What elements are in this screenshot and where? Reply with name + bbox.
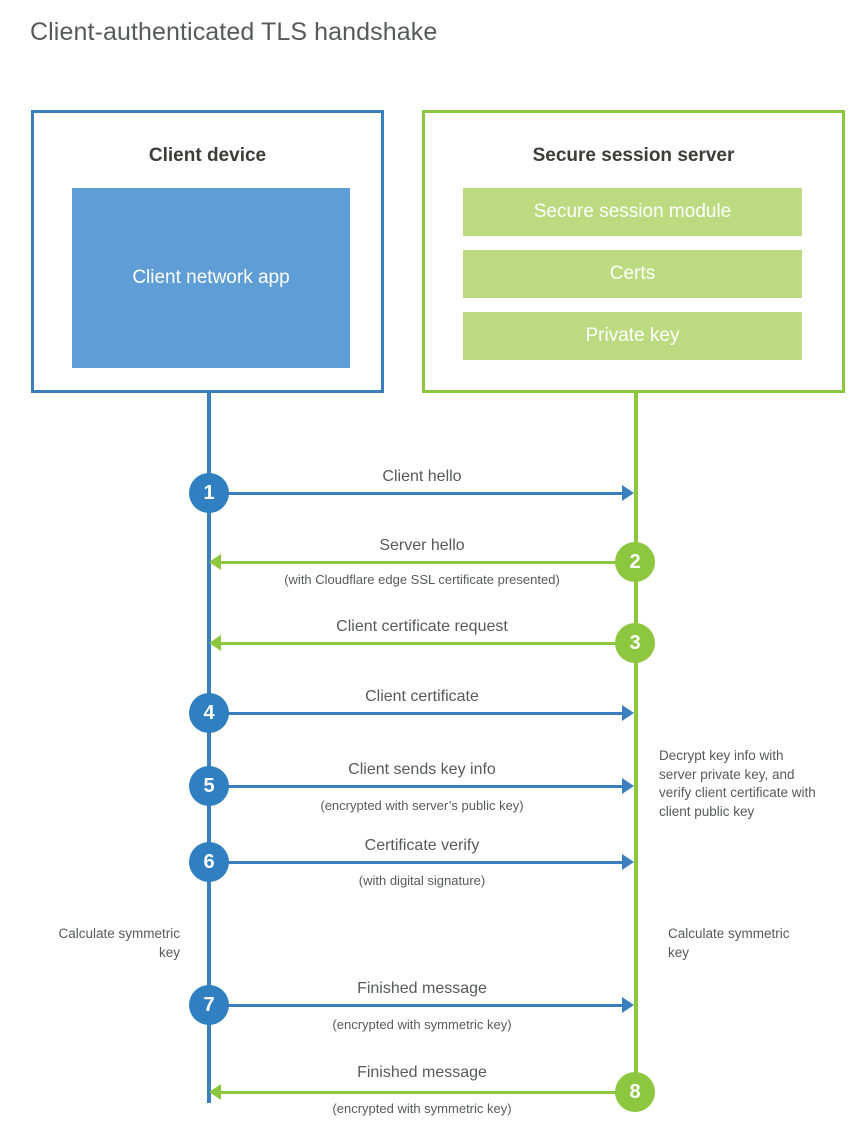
step-7-sublabel: (encrypted with symmetric key) — [332, 1017, 512, 1032]
step-8-sublabel: (encrypted with symmetric key) — [332, 1101, 512, 1116]
step-4-arrow-line — [209, 712, 623, 715]
secure-session-server-box: Secure session server Secure session mod… — [422, 110, 845, 393]
client-network-app-block: Client network app — [72, 188, 350, 368]
step-1-arrow-line — [209, 492, 623, 495]
step-6-sublabel: (with digital signature) — [358, 873, 486, 888]
step-6-arrow-line — [209, 861, 623, 864]
step-2-arrow-head — [209, 554, 221, 570]
server-module-private-key: Private key — [463, 312, 802, 360]
step-7-arrow-line — [209, 1004, 623, 1007]
client-lifeline — [207, 391, 211, 1103]
step-6-circle: 6 — [189, 842, 229, 882]
step-5-sublabel: (encrypted with server’s public key) — [320, 798, 524, 813]
step-4-label: Client certificate — [365, 688, 479, 705]
client-device-title: Client device — [148, 145, 267, 166]
step-8-arrow-head — [209, 1084, 221, 1100]
step-8-circle: 8 — [615, 1072, 655, 1112]
step-8-arrow-line — [221, 1091, 635, 1094]
step-3-circle: 3 — [615, 623, 655, 663]
step-3-arrow-line — [221, 642, 635, 645]
step-5-arrow-head — [622, 778, 634, 794]
step-4-arrow-head — [622, 705, 634, 721]
step-3-label: Client certificate request — [336, 618, 508, 635]
step-4-circle: 4 — [189, 693, 229, 733]
step-2-circle: 2 — [615, 542, 655, 582]
step-7-label: Finished message — [357, 980, 487, 997]
server-module-certs: Certs — [463, 250, 802, 298]
step-8-label: Finished message — [357, 1064, 487, 1081]
step-1-label: Client hello — [382, 468, 462, 485]
step-2-arrow-line — [221, 561, 635, 564]
step-7-arrow-head — [622, 997, 634, 1013]
step-3-arrow-head — [209, 635, 221, 651]
server-lifeline — [634, 391, 638, 1093]
step-5-arrow-line — [209, 785, 623, 788]
step-6-label: Certificate verify — [364, 837, 480, 854]
page-title: Client-authenticated TLS handshake — [30, 18, 438, 46]
step-1-circle: 1 — [189, 473, 229, 513]
step-5-circle: 5 — [189, 766, 229, 806]
client-calculate-note: Calculate symmetric key — [58, 926, 180, 960]
step-7-circle: 7 — [189, 985, 229, 1025]
server-decrypt-note: Decrypt key info with server private key… — [659, 748, 816, 819]
step-2-sublabel: (with Cloudflare edge SSL certificate pr… — [284, 572, 560, 587]
step-6-arrow-head — [622, 854, 634, 870]
step-2-label: Server hello — [379, 537, 465, 554]
server-module-secure-session: Secure session module — [463, 188, 802, 236]
step-1-arrow-head — [622, 485, 634, 501]
client-device-box: Client device Client network app — [31, 110, 384, 393]
server-calculate-note: Calculate symmetric key — [668, 926, 790, 960]
secure-session-server-title: Secure session server — [532, 145, 735, 166]
step-5-label: Client sends key info — [348, 761, 496, 778]
